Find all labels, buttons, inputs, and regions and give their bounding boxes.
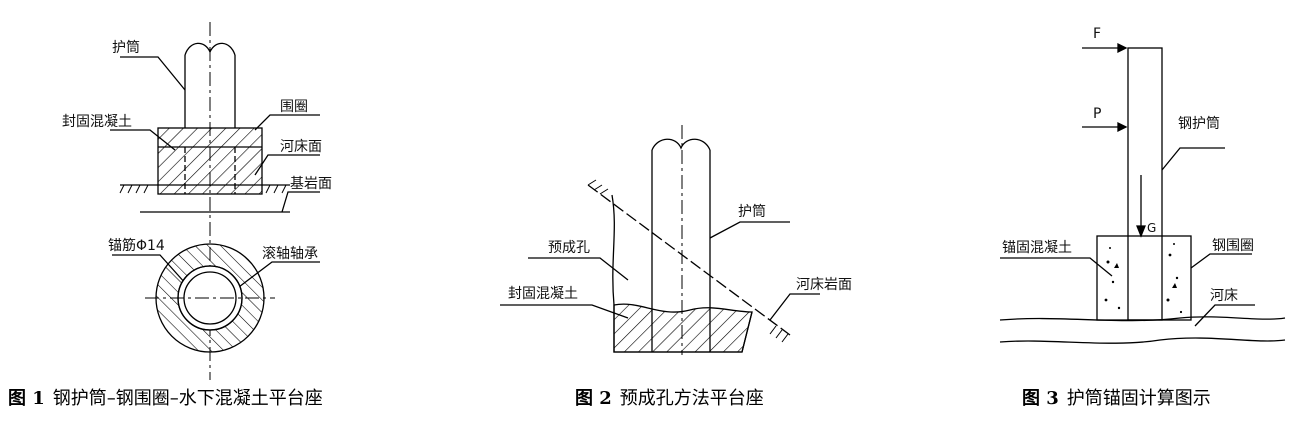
seal-concrete-block xyxy=(157,127,263,195)
fig1-label-bedrock: 基岩面 xyxy=(290,175,332,192)
figure-2-caption-number: 图 2 xyxy=(575,388,612,409)
seal-concrete-area xyxy=(613,303,753,353)
fig1-label-roller-bearing: 滚轴轴承 xyxy=(262,245,318,262)
fig2-label-prebore: 预成孔 xyxy=(548,240,590,256)
fig3-label-steel-ring: 钢围圈 xyxy=(1212,238,1254,254)
rock-surface-line xyxy=(587,184,791,336)
figure-1-caption-text: 钢护筒–钢围圈–水下混凝土平台座 xyxy=(52,388,323,409)
casing-top-break xyxy=(184,42,236,56)
figure-1 xyxy=(110,22,320,380)
steel-casing xyxy=(1127,47,1163,321)
fig3-label-force-p: P xyxy=(1093,106,1101,122)
riverbed-line-2 xyxy=(999,337,1286,344)
figure-3-caption-number: 图 3 xyxy=(1022,388,1059,409)
fig2-label-casing: 护筒 xyxy=(738,203,766,220)
fig1-label-casing: 护筒 xyxy=(112,39,140,56)
fig3-label-steel-casing: 钢护筒 xyxy=(1178,115,1220,132)
fig2-label-seal-concrete: 封固混凝土 xyxy=(508,286,578,302)
casing-top-break xyxy=(651,138,711,151)
fig1-label-seal-concrete: 封固混凝土 xyxy=(62,114,132,130)
fig2-label-riverbed-rock: 河床岩面 xyxy=(796,277,852,293)
figure-1-caption-number: 图 1 xyxy=(8,388,45,409)
fig3-label-weight-g: G xyxy=(1147,221,1156,235)
fig3-label-force-f: F xyxy=(1093,26,1101,42)
fig1-label-riverbed: 河床面 xyxy=(280,139,322,155)
figure-3-caption: 图 3 护筒锚固计算图示 xyxy=(1022,384,1211,410)
figure-2-caption: 图 2 预成孔方法平台座 xyxy=(575,384,764,410)
figure-2 xyxy=(500,125,820,355)
fig3-label-anchor-concrete: 锚固混凝土 xyxy=(1002,240,1072,256)
riverbed-line-1 xyxy=(999,316,1286,322)
figure-3-caption-text: 护筒锚固计算图示 xyxy=(1066,388,1211,409)
figure-2-caption-text: 预成孔方法平台座 xyxy=(619,388,764,409)
fig1-label-ring: 围圈 xyxy=(280,99,308,115)
figure-3 xyxy=(999,42,1286,344)
figure-1-caption: 图 1 钢护筒–钢围圈–水下混凝土平台座 xyxy=(8,384,323,410)
fig1-label-anchor-bar: 锚筋Φ14 xyxy=(108,237,165,254)
fig3-label-riverbed: 河床 xyxy=(1210,288,1238,304)
